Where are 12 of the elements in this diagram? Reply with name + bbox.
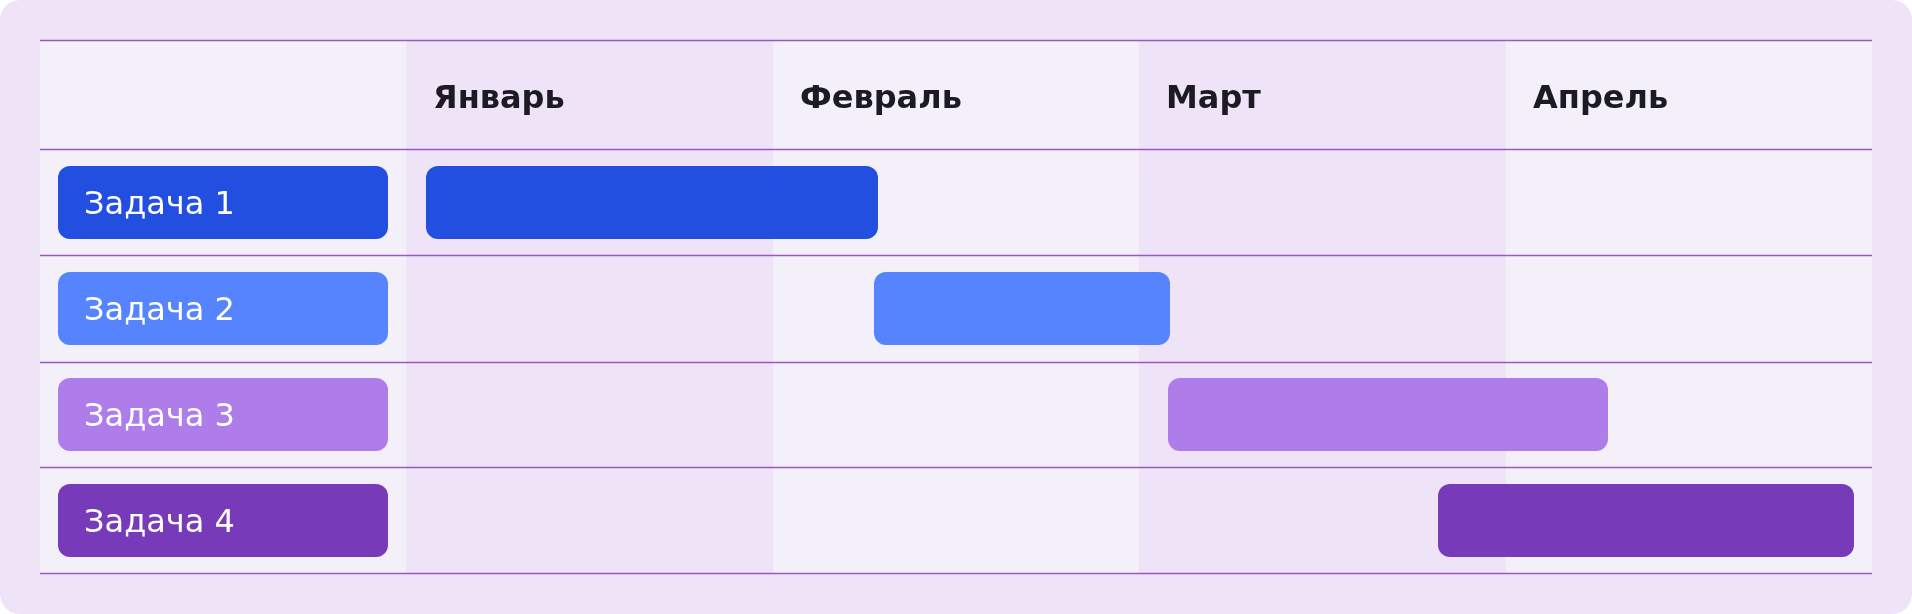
- gantt-bar: [1168, 378, 1608, 451]
- task-label: Задача 2: [58, 272, 388, 345]
- month-header: Март: [1166, 77, 1261, 116]
- month-header: Февраль: [800, 77, 962, 116]
- month-header: Январь: [433, 77, 565, 116]
- gantt-bar: [874, 272, 1170, 345]
- task-label: Задача 1: [58, 166, 388, 239]
- month-header: Апрель: [1533, 77, 1669, 116]
- gantt-bar: [1438, 484, 1854, 557]
- task-label: Задача 4: [58, 484, 388, 557]
- task-label: Задача 3: [58, 378, 388, 451]
- gantt-bar: [426, 166, 878, 239]
